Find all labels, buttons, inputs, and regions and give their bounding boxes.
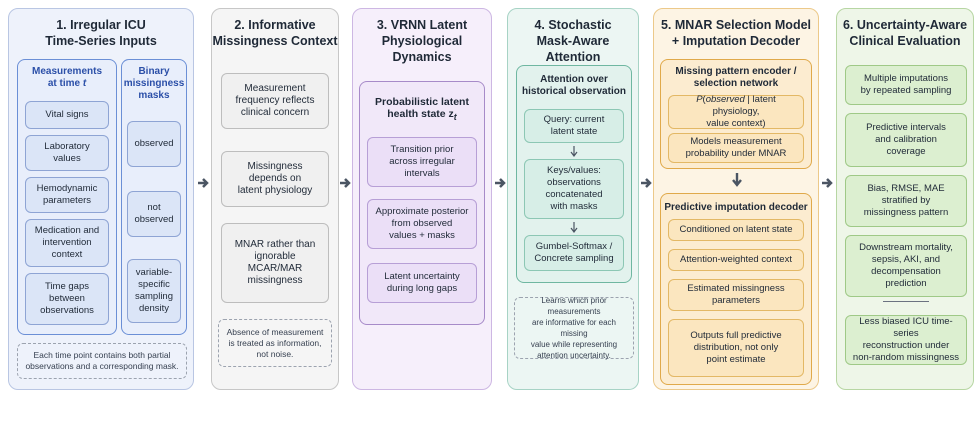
attention-frame-title: Attention over historical observation xyxy=(522,74,626,97)
vrnn-transition-prior: Transition prior across irregular interv… xyxy=(367,137,477,187)
latent-state-title: Probabilistic latent health state zt xyxy=(375,96,469,123)
selection-mnar-model: Models measurement probability under MNA… xyxy=(668,133,804,163)
decoder-conditioned: Conditioned on latent state xyxy=(668,219,804,241)
mask-observed: observed xyxy=(127,121,181,167)
eval-multiple-imputations: Multiple imputations by repeated samplin… xyxy=(845,65,967,105)
selection-probability: P(observed | latent physiology,value con… xyxy=(668,94,804,129)
inputs-note: Each time point contains both partial ob… xyxy=(17,343,187,379)
measurement-vital-signs: Vital signs xyxy=(25,101,109,129)
eval-predictive-intervals: Predictive intervals and calibration cov… xyxy=(845,113,967,167)
selection-network-title: Missing pattern encoder / selection netw… xyxy=(675,66,797,89)
decoder-predictive-distribution: Outputs full predictive distribution, no… xyxy=(668,319,804,377)
arrow-right-icon xyxy=(196,176,210,190)
eval-bias-rmse-mae: Bias, RMSE, MAE stratified by missingnes… xyxy=(845,175,967,227)
panel-clinical-evaluation: 6. Uncertainty-Aware Clinical Evaluation… xyxy=(836,8,974,390)
context-frequency: Measurement frequency reflects clinical … xyxy=(221,73,329,129)
measurement-time-gaps: Time gaps between observations xyxy=(25,273,109,325)
decoder-missingness-parameters: Estimated missingness parameters xyxy=(668,279,804,311)
attention-gumbel-softmax: Gumbel-Softmax / Concrete sampling xyxy=(524,235,624,271)
measurement-laboratory: Laboratory values xyxy=(25,135,109,171)
arrow-right-icon xyxy=(493,176,507,190)
attention-keys-values: Keys/values: observations concatenated w… xyxy=(524,159,624,219)
panel-missingness-context: 2. Informative Missingness Context Measu… xyxy=(211,8,339,390)
arrow-right-icon xyxy=(820,176,834,190)
mask-sampling-density: variable- specific sampling density xyxy=(127,259,181,323)
panel-title: 3. VRNN Latent Physiological Dynamics xyxy=(376,18,468,64)
panel-title: 5. MNAR Selection Model + Imputation Dec… xyxy=(660,18,812,48)
panel-attention: 4. Stochastic Mask-Aware Attention Atten… xyxy=(507,8,639,390)
panel-title: 4. Stochastic Mask-Aware Attention xyxy=(534,18,612,64)
vrnn-latent-uncertainty: Latent uncertainty during long gaps xyxy=(367,263,477,303)
arrow-right-icon xyxy=(639,176,653,190)
panel-title: 2. Informative Missingness Context xyxy=(212,18,338,48)
arrow-down-icon xyxy=(569,221,579,233)
arrow-right-icon xyxy=(338,176,352,190)
context-mnar: MNAR rather than ignorable MCAR/MAR miss… xyxy=(221,223,329,303)
arrow-down-icon xyxy=(569,145,579,157)
panel-vrnn: 3. VRNN Latent Physiological Dynamics Pr… xyxy=(352,8,492,390)
panel-mnar-decoder: 5. MNAR Selection Model + Imputation Dec… xyxy=(653,8,819,390)
eval-downstream-prediction: Downstream mortality, sepsis, AKI, and d… xyxy=(845,235,967,297)
attention-note: Learns which prior measurements are info… xyxy=(514,296,634,360)
vrnn-approximate-posterior: Approximate posterior from observed valu… xyxy=(367,199,477,249)
measurement-medication: Medication and intervention context xyxy=(25,219,109,267)
imputation-decoder-title: Predictive imputation decoder xyxy=(664,202,808,213)
measurement-hemodynamic: Hemodynamic parameters xyxy=(25,177,109,213)
context-latent-physiology: Missingness depends on latent physiology xyxy=(221,151,329,207)
attention-query: Query: current latent state xyxy=(524,109,624,143)
arrow-down-icon xyxy=(731,173,742,187)
masks-header: Binary missingness masks xyxy=(123,66,185,101)
panel-inputs: 1. Irregular ICU Time-Series Inputs Meas… xyxy=(8,8,194,390)
context-note: Absence of measurement is treated as inf… xyxy=(218,319,332,367)
mask-not-observed: not observed xyxy=(127,191,181,237)
decoder-attention-context: Attention-weighted context xyxy=(668,249,804,271)
eval-final-outcome: Less biased ICU time-series reconstructi… xyxy=(845,315,967,365)
panel-title: 6. Uncertainty-Aware Clinical Evaluation xyxy=(842,18,968,48)
divider xyxy=(883,301,929,302)
panel-title: 1. Irregular ICU Time-Series Inputs xyxy=(45,18,157,48)
